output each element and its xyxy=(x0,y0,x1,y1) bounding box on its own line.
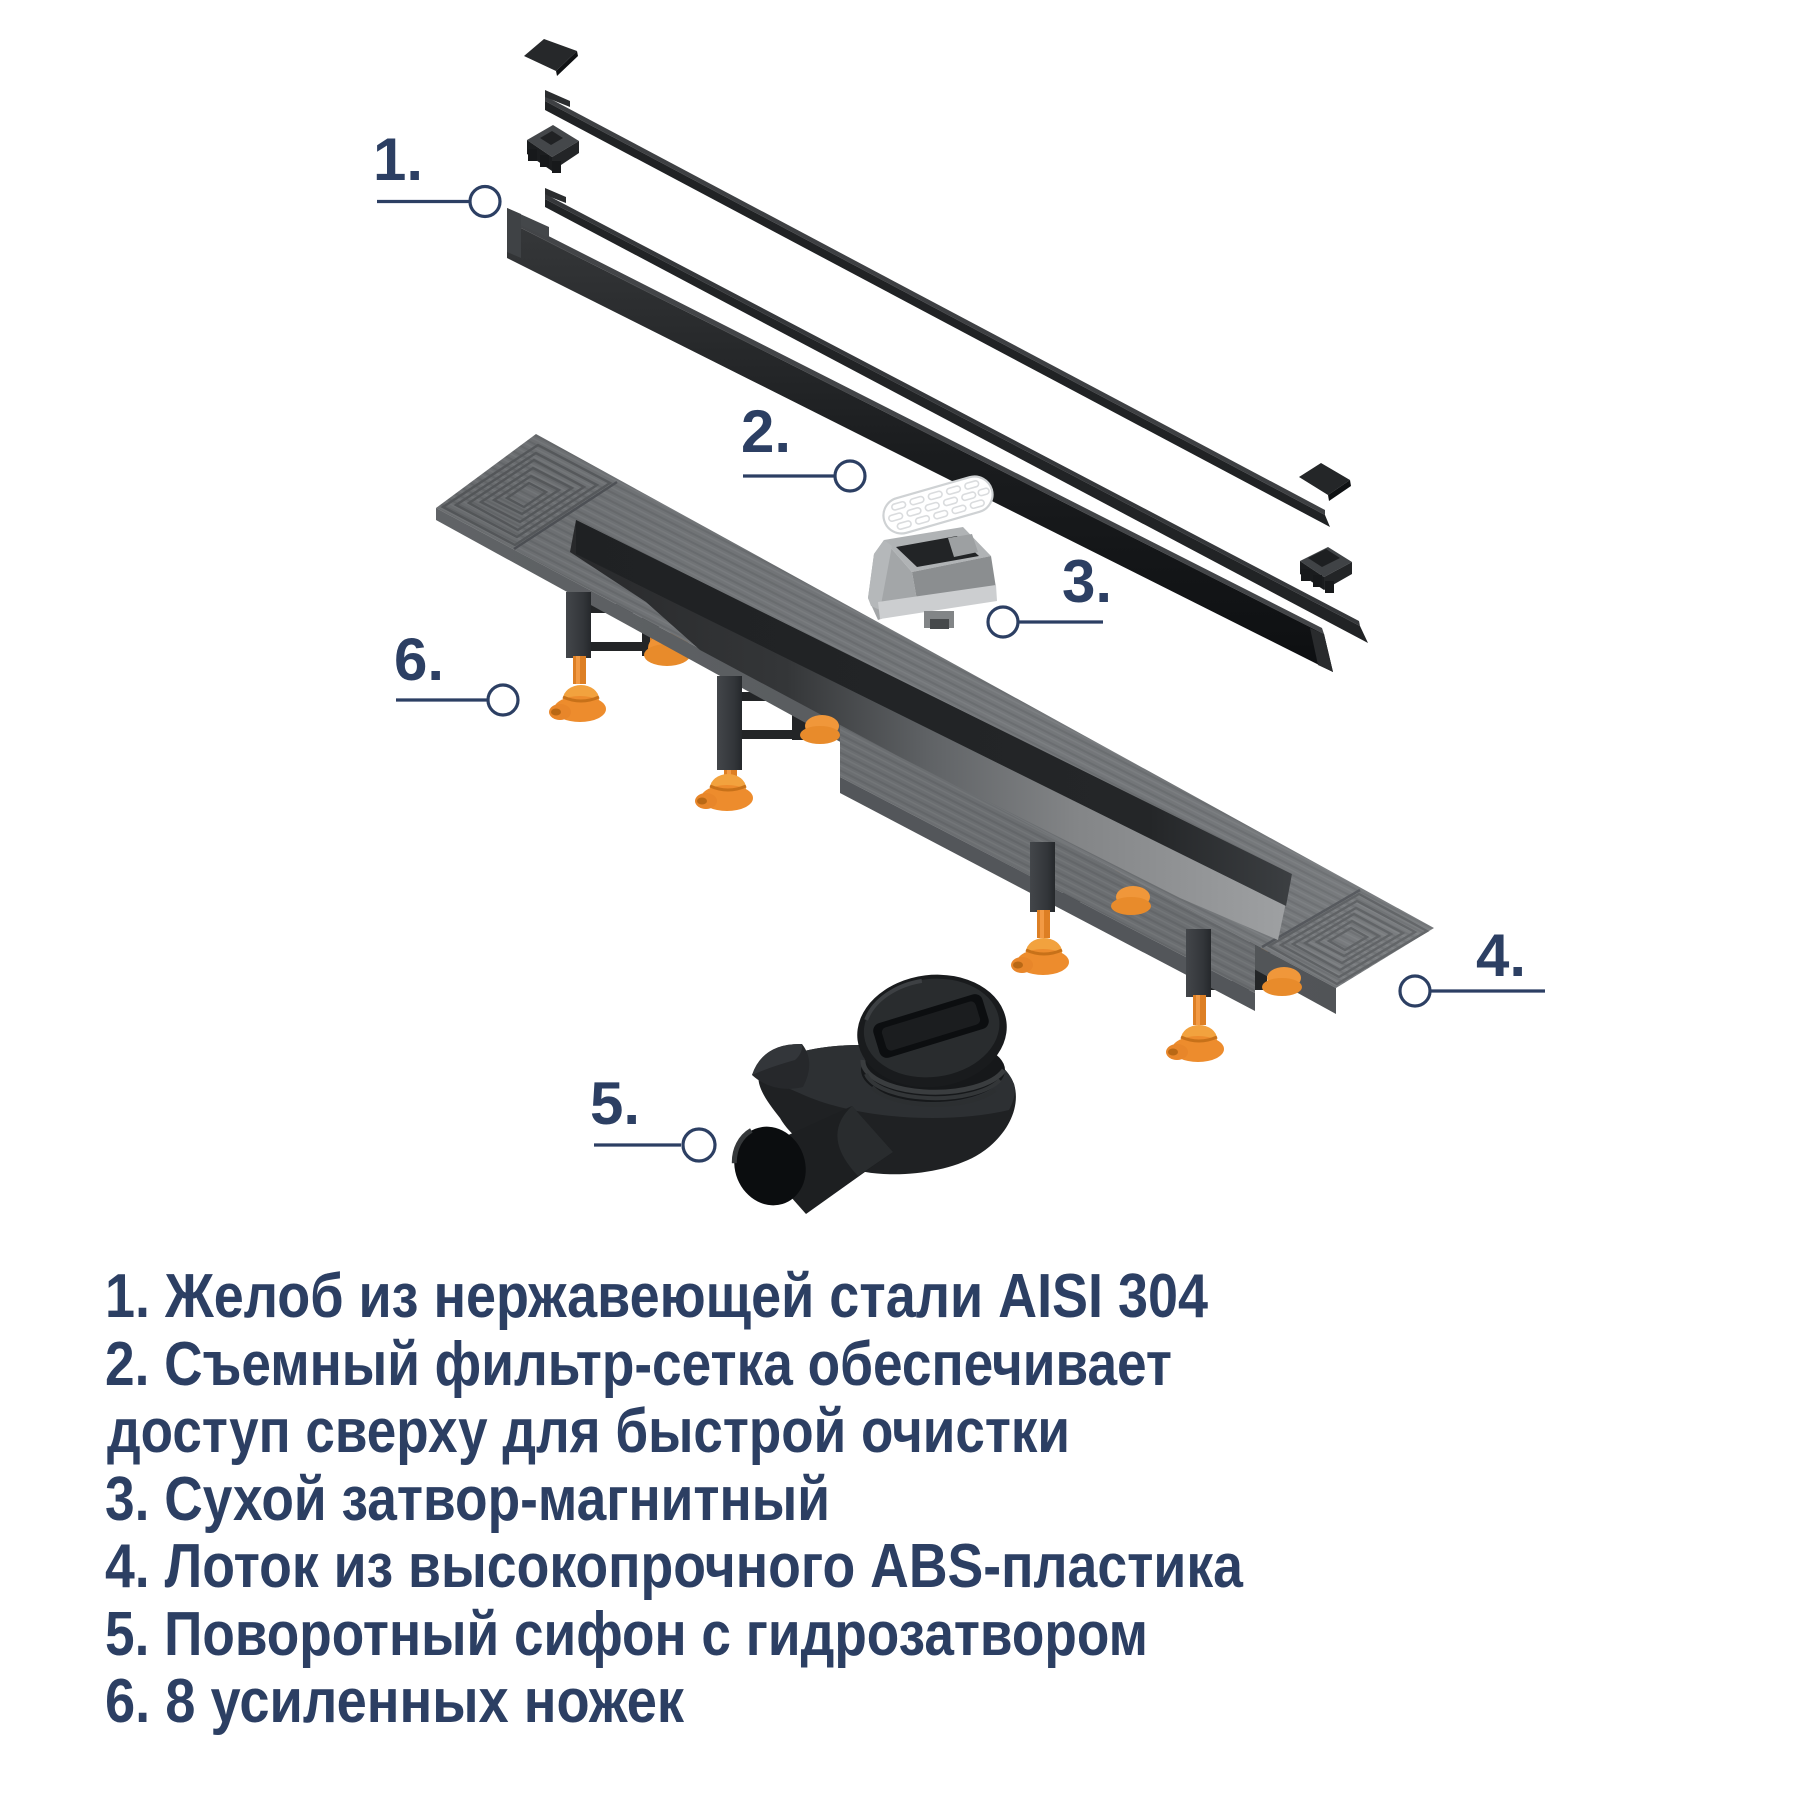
svg-text:6.: 6. xyxy=(394,626,444,693)
svg-text:5. Поворотный сифон с гидрозат: 5. Поворотный сифон с гидрозатвором xyxy=(105,1600,1148,1669)
svg-text:2. Съемный фильтр-сетка обеспе: 2. Съемный фильтр-сетка обеспечивает xyxy=(105,1330,1172,1399)
svg-text:4.: 4. xyxy=(1476,922,1526,989)
svg-text:доступ сверху для быстрой очис: доступ сверху для быстрой очистки xyxy=(107,1397,1070,1466)
svg-text:3.: 3. xyxy=(1062,548,1112,615)
svg-text:1. Желоб из нержавеющей стали: 1. Желоб из нержавеющей стали AISI 304 xyxy=(105,1262,1208,1331)
svg-text:1.: 1. xyxy=(373,126,423,193)
svg-text:2.: 2. xyxy=(741,398,791,465)
svg-text:5.: 5. xyxy=(590,1070,640,1137)
svg-text:4. Лоток из высокопрочного ABS: 4. Лоток из высокопрочного ABS-пластика xyxy=(105,1532,1243,1601)
svg-text:3. Сухой затвор-магнитный: 3. Сухой затвор-магнитный xyxy=(105,1465,830,1534)
svg-text:6. 8 усиленных ножек: 6. 8 усиленных ножек xyxy=(105,1667,685,1736)
